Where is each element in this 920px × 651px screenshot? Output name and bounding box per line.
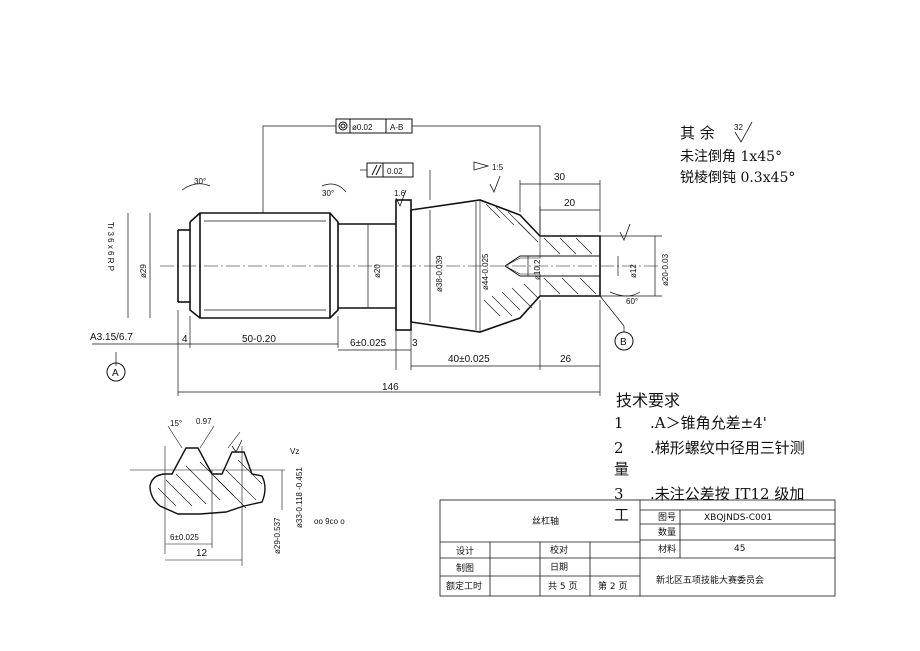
dim-dia-20b: ø20-0.03	[661, 253, 670, 286]
taper-symbol	[473, 161, 490, 171]
roughness-16: 1.6	[394, 189, 406, 198]
drawing-no-label: 图号	[658, 512, 676, 523]
tech-item-3-cont: 工	[614, 506, 629, 524]
dim-dia-29: ø29	[139, 264, 148, 278]
part-name: 丝杠轴	[532, 515, 559, 527]
time-label: 额定工时	[446, 580, 482, 592]
inner-bore	[504, 255, 600, 277]
tooth-roughness: Vz	[290, 447, 299, 456]
tech-item-1-text: .A＞锥角允差±4'	[650, 414, 767, 432]
draw-label: 制图	[456, 562, 474, 574]
title-block	[439, 499, 836, 597]
tech-item-2-cont: 量	[614, 460, 629, 478]
notes-line-2: 锐棱倒钝 0.3x45°	[680, 170, 795, 186]
tooth-profile	[130, 425, 285, 566]
check-label: 校对	[550, 544, 568, 556]
tech-item-3-text: .未注公差按 IT12 级加	[650, 485, 804, 503]
runout-datum: A-B	[390, 123, 403, 132]
dim-26: 26	[560, 354, 572, 365]
tech-item-3-num: 3	[614, 485, 624, 503]
drawing-text: 其 余 32 未注倒角 1x45° 锐棱倒钝 0.3x45° 技术要求 1 .A…	[90, 123, 805, 592]
material-label: 材料	[658, 543, 676, 555]
dim-3: 3	[412, 338, 418, 349]
center-hole: A3.15/6.7	[90, 332, 133, 343]
thread-spec: Tr 3 6 x 6 R P	[106, 222, 115, 271]
notes-line-1: 未注倒角 1x45°	[680, 149, 782, 165]
dim-dia-38: ø38-0.039	[435, 255, 444, 292]
tech-heading: 技术要求	[616, 391, 680, 410]
section-hatch	[479, 199, 597, 333]
organization: 新北区五项技能大赛委员会	[656, 574, 764, 586]
roughness-marks	[395, 121, 753, 241]
angle-60: 60°	[626, 297, 638, 306]
total-pages: 共 5 页	[548, 581, 577, 592]
dim-20: 20	[564, 198, 576, 209]
tooth-pitch-val: 0.97	[196, 417, 212, 426]
dim-dia-12: ø12	[629, 264, 638, 278]
dim-4: 4	[182, 334, 188, 345]
thread-lines	[204, 220, 326, 311]
dim-40: 40±0.025	[448, 354, 490, 365]
datum-a-circle	[106, 362, 126, 382]
tooth-dia-inner: ø33-0.118 -0.451	[295, 467, 304, 528]
quantity-label: 数量	[658, 526, 676, 538]
dim-dia-20: ø20	[373, 264, 382, 278]
angle-30-right: 30°	[322, 189, 334, 198]
runout-value: ø0.02	[352, 123, 373, 132]
tech-item-1-num: 1	[614, 414, 624, 432]
taper-ratio: 1:5	[492, 163, 504, 172]
runout-frame	[335, 118, 413, 134]
parallel-frame	[366, 162, 414, 178]
dim-50: 50-0.20	[242, 334, 276, 345]
design-label: 设计	[456, 545, 474, 557]
notes-title: 其 余	[680, 124, 715, 142]
material-value: 45	[734, 544, 745, 554]
dim-dia-10: ø10.2	[533, 259, 542, 280]
dim-dia-44: ø44-0.025	[481, 253, 490, 290]
parallel-value: 0.02	[387, 167, 403, 176]
date-label: 日期	[550, 562, 568, 573]
page-no: 第 2 页	[598, 580, 627, 592]
datum-a: A	[112, 368, 119, 379]
tech-item-2-num: 2	[614, 439, 624, 457]
drawing-no: XBQJNDS-C001	[704, 513, 772, 523]
dim-30: 30	[554, 172, 566, 183]
dim-146: 146	[382, 382, 399, 393]
tooth-misc: oo 9co o	[314, 517, 345, 526]
tooth-12: 12	[196, 548, 208, 559]
angle-30-left: 30°	[194, 177, 206, 186]
tooth-angle: 15°	[170, 419, 182, 428]
datum-b: B	[620, 337, 627, 348]
notes-roughness: 32	[734, 123, 743, 132]
dimension-lines	[92, 125, 662, 396]
tooth-6: 6±0.025	[170, 533, 199, 542]
tooth-dia-29: ø29-0.537	[273, 517, 282, 554]
tech-item-2-text: .梯形螺纹中径用三针测	[650, 439, 805, 457]
datum-b-circle	[614, 331, 634, 351]
dim-6: 6±0.025	[350, 338, 387, 349]
